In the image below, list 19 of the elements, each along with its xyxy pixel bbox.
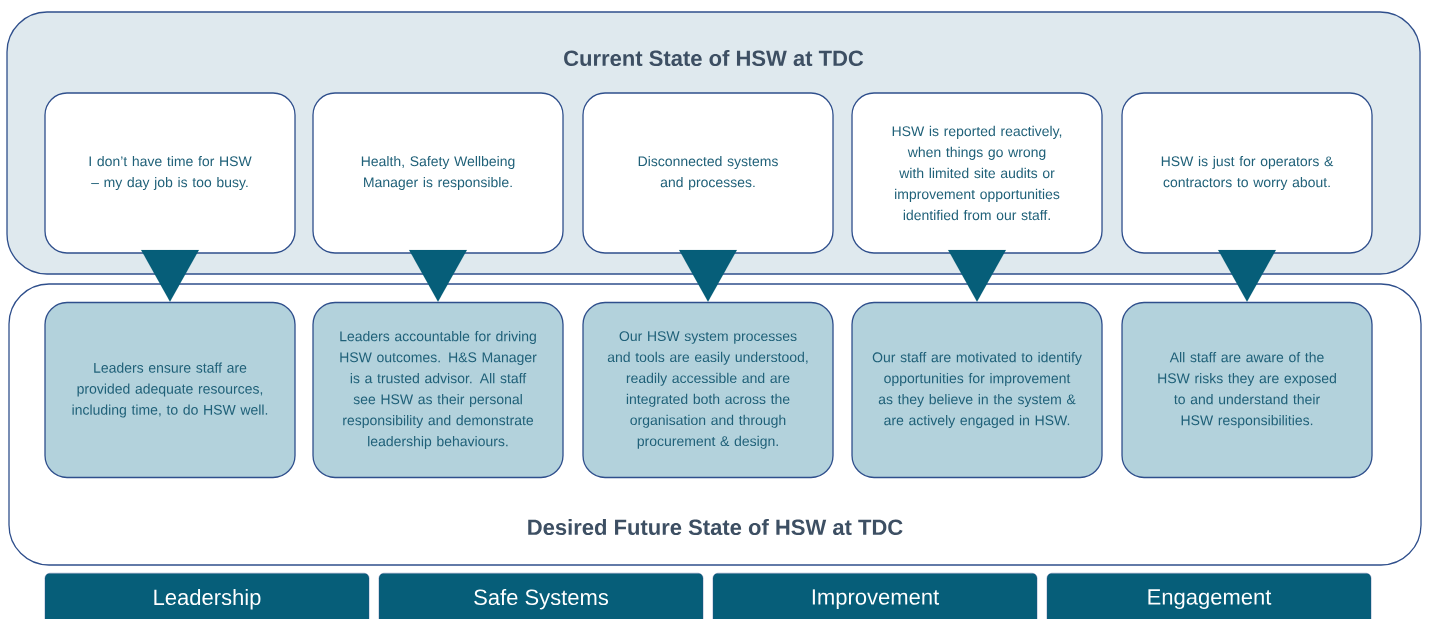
arrow [409, 249, 467, 302]
statement-box: HSW is reported reactively, when things go wrong with limited site audits or improvement opportunities identified from our staff. [851, 92, 1103, 254]
goal-box: All staff are aware of the HSW risks they are exposed to and understand their HSW responsibilities. [1121, 301, 1373, 479]
arrow [1218, 249, 1276, 302]
statement-box: Disconnected systems and processes. [582, 92, 834, 254]
arrow [679, 249, 737, 302]
goal-box: Our HSW system processes and tools are easily understood, readily accessible and are integrated both across the organisation and through procurement & design. [582, 301, 834, 479]
arrow [141, 249, 199, 302]
goal-box: Our staff are motivated to identify opportunities for improvement as they believe in the system & are actively engaged in HSW. [851, 301, 1103, 479]
pillar-bar: Safe Systems [378, 573, 704, 619]
pillar-bar: Improvement [712, 573, 1038, 619]
statement-box: I don’t have time for HSW – my day job is too busy. [44, 92, 296, 254]
pillar-bar: Leadership [44, 573, 370, 619]
goal-box: Leaders ensure staff are provided adequate resources, including time, to do HSW well. [44, 301, 296, 479]
statement-box: HSW is just for operators & contractors to worry about. [1121, 92, 1373, 254]
arrow [948, 249, 1006, 302]
goal-box: Leaders accountable for driving HSW outcomes. H&S Manager is a trusted advisor. All staff see HSW as their personal responsibility and demonstrate leadership behaviours. [312, 301, 564, 479]
statement-box: Health, Safety Wellbeing Manager is responsible. [312, 92, 564, 254]
pillar-bar: Engagement [1046, 573, 1372, 619]
